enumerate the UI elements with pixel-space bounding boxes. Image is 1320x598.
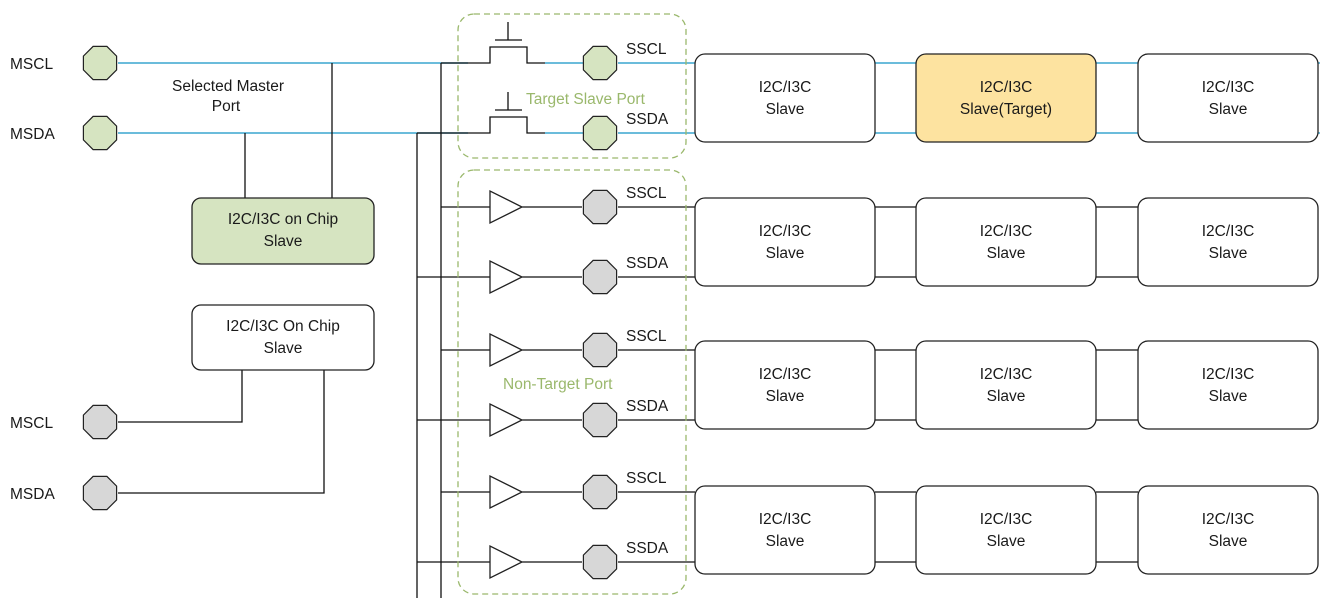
slave-box-line2: Slave bbox=[1209, 101, 1248, 118]
slave-box-line1: I2C/I3C bbox=[759, 223, 812, 240]
buffer-triangle bbox=[489, 189, 524, 225]
sscl-port-pad bbox=[582, 189, 618, 225]
buffer-triangle bbox=[489, 259, 524, 295]
target-slave-port-label: Target Slave Port bbox=[526, 91, 646, 108]
slave-box-line2: Slave bbox=[766, 245, 805, 262]
other-msda-pad bbox=[82, 475, 118, 511]
other-onchip-slave-box bbox=[191, 304, 375, 371]
selected-master-caption-line1: Selected Master bbox=[172, 78, 284, 95]
slave-chain-wires bbox=[618, 62, 1320, 563]
target-slave-port-group bbox=[457, 13, 687, 159]
slave-box-line2: Slave bbox=[766, 101, 805, 118]
slave-box-line2: Slave(Target) bbox=[960, 101, 1052, 118]
master-pads bbox=[82, 45, 118, 511]
scl-switch bbox=[472, 22, 545, 64]
selected-master-caption-line2: Port bbox=[212, 98, 241, 115]
buffer-triangle bbox=[489, 402, 524, 438]
pad-octagon-shape bbox=[82, 475, 118, 511]
buffers bbox=[489, 189, 524, 580]
selected-mscl-pad bbox=[82, 45, 118, 81]
pad-octagon-shape bbox=[82, 115, 118, 151]
selected-msda-label: MSDA bbox=[10, 126, 55, 143]
target-slave-box bbox=[915, 53, 1097, 143]
slave-box-line2: Slave bbox=[766, 388, 805, 405]
ssda-port-label: SSDA bbox=[626, 111, 669, 128]
sscl-port-pad bbox=[582, 45, 618, 81]
slave-box-line2: Slave bbox=[987, 388, 1026, 405]
sscl-port-pad bbox=[582, 332, 618, 368]
other-msda-wire bbox=[118, 370, 325, 494]
slave-box bbox=[915, 340, 1097, 430]
slave-box bbox=[694, 53, 876, 143]
slave-box-line1: I2C/I3C bbox=[980, 366, 1033, 383]
slave-box bbox=[915, 197, 1097, 287]
non-target-port-label: Non-Target Port bbox=[503, 376, 613, 393]
slave-box-line2: Slave bbox=[987, 533, 1026, 550]
slave-grid: I2C/I3CSlaveI2C/I3CSlave(Target)I2C/I3CS… bbox=[694, 53, 1319, 575]
slave-box bbox=[1137, 485, 1319, 575]
slave-box-line1: I2C/I3C bbox=[980, 223, 1033, 240]
selected-msda-pad bbox=[82, 115, 118, 151]
slave-port-pads: SSCL SSDA SSCL SSDA SSCL SSDA SSCL SSDA bbox=[582, 41, 669, 580]
sscl-port-label: SSCL bbox=[626, 185, 667, 202]
slave-box bbox=[694, 340, 876, 430]
slave-box bbox=[694, 197, 876, 287]
other-msda-label: MSDA bbox=[10, 486, 55, 503]
slave-box-line2: Slave bbox=[987, 245, 1026, 262]
slave-box bbox=[694, 485, 876, 575]
buffer-wires bbox=[417, 206, 582, 563]
selected-onchip-slave-box bbox=[191, 197, 375, 265]
sscl-port-label: SSCL bbox=[626, 470, 667, 487]
slave-box-line1: I2C/I3C bbox=[980, 79, 1033, 96]
buffer-triangle bbox=[489, 544, 524, 580]
slave-box bbox=[1137, 197, 1319, 287]
pad-octagon-shape bbox=[82, 404, 118, 440]
other-onchip-slave-line1: I2C/I3C On Chip bbox=[226, 318, 340, 335]
slave-box-line1: I2C/I3C bbox=[759, 79, 812, 96]
slave-box bbox=[1137, 53, 1319, 143]
other-mscl-pad bbox=[82, 404, 118, 440]
slave-box bbox=[1137, 340, 1319, 430]
ssda-port-pad bbox=[582, 544, 618, 580]
other-mscl-wire bbox=[118, 370, 243, 423]
non-target-port-group bbox=[457, 169, 687, 595]
ssda-port-label: SSDA bbox=[626, 255, 669, 272]
selected-mscl-label: MSCL bbox=[10, 56, 53, 73]
wires bbox=[118, 62, 1320, 598]
pad-octagon-shape bbox=[82, 45, 118, 81]
slave-box-line1: I2C/I3C bbox=[1202, 511, 1255, 528]
ssda-port-pad bbox=[582, 402, 618, 438]
slave-box-line1: I2C/I3C bbox=[1202, 366, 1255, 383]
sscl-port-label: SSCL bbox=[626, 328, 667, 345]
slave-box-line2: Slave bbox=[1209, 245, 1248, 262]
buffer-triangle bbox=[489, 332, 524, 368]
other-mscl-label: MSCL bbox=[10, 415, 53, 432]
slave-box-line2: Slave bbox=[766, 533, 805, 550]
other-onchip-slave-line2: Slave bbox=[264, 340, 303, 357]
slave-box-line1: I2C/I3C bbox=[759, 511, 812, 528]
selected-onchip-slave-line1: I2C/I3C on Chip bbox=[228, 211, 338, 228]
slave-box-line2: Slave bbox=[1209, 533, 1248, 550]
slave-box-line1: I2C/I3C bbox=[1202, 223, 1255, 240]
slave-box-line1: I2C/I3C bbox=[759, 366, 812, 383]
sscl-port-label: SSCL bbox=[626, 41, 667, 58]
ssda-port-pad bbox=[582, 115, 618, 151]
sscl-port-pad bbox=[582, 474, 618, 510]
sda-switch bbox=[472, 92, 545, 134]
slave-box-line2: Slave bbox=[1209, 388, 1248, 405]
slave-box bbox=[915, 485, 1097, 575]
selected-onchip-slave-line2: Slave bbox=[264, 233, 303, 250]
slave-box-line1: I2C/I3C bbox=[1202, 79, 1255, 96]
ssda-port-label: SSDA bbox=[626, 540, 669, 557]
buffer-triangle bbox=[489, 474, 524, 510]
slave-box-line1: I2C/I3C bbox=[980, 511, 1033, 528]
ssda-port-pad bbox=[582, 259, 618, 295]
ssda-port-label: SSDA bbox=[626, 398, 669, 415]
